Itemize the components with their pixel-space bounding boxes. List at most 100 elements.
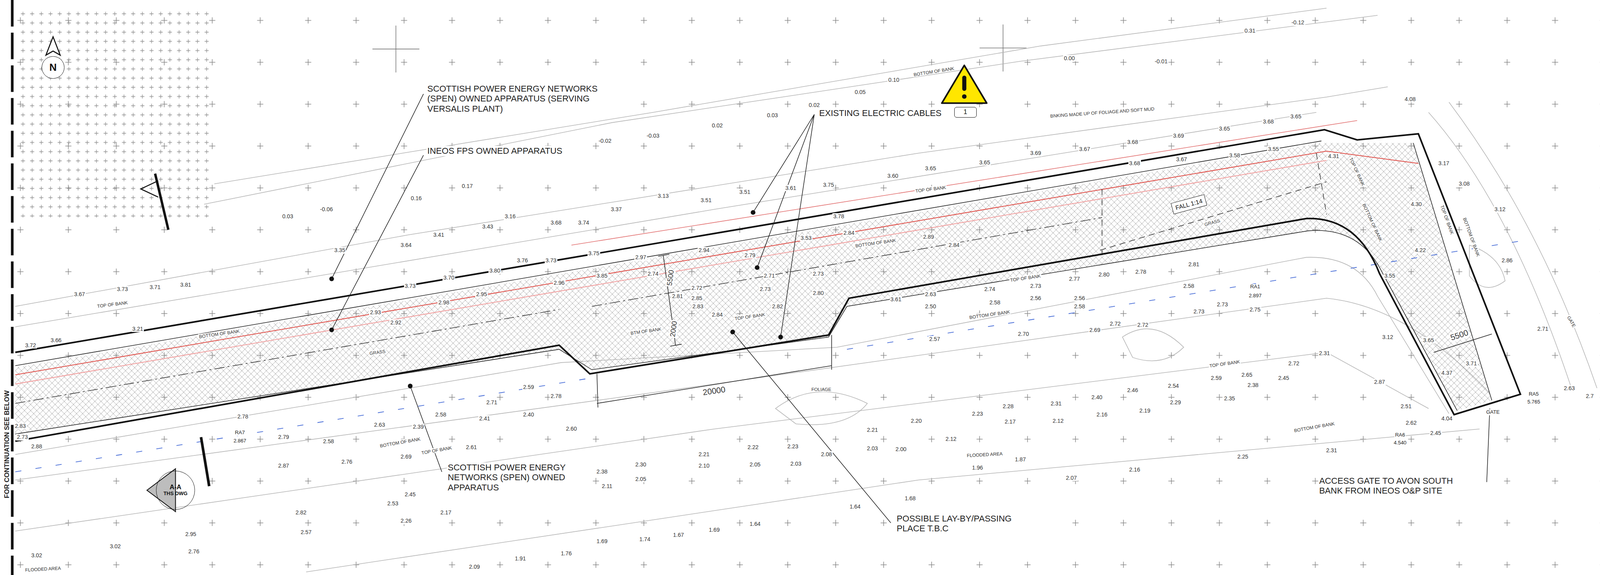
spot-height: 2.58 xyxy=(988,299,1002,306)
survey-grid xyxy=(16,8,211,218)
spot-height: 2.84 xyxy=(710,311,724,318)
ground-label: TOP OF BANK xyxy=(420,444,454,456)
section-marker: A-ATHS DWG xyxy=(156,470,195,510)
spot-height: 3.73 xyxy=(116,285,129,293)
ground-label: FLOODED AREA xyxy=(966,450,1004,458)
drawing-path xyxy=(1122,328,1184,361)
drawing-circle xyxy=(730,329,735,335)
drawing-circle xyxy=(754,264,760,270)
drawing-path xyxy=(331,155,424,330)
drawing-path xyxy=(732,331,891,523)
spot-height: 2.17 xyxy=(439,508,453,516)
contour-lines xyxy=(15,8,1597,572)
level-marker: 2.897 xyxy=(1247,292,1262,299)
spot-height: -0.03 xyxy=(645,132,661,139)
spot-height: 3.69 xyxy=(1029,149,1042,157)
spot-height: 2.05 xyxy=(634,475,647,482)
spot-height: 2.09 xyxy=(468,563,481,570)
spot-height: 2.95 xyxy=(475,290,488,298)
spot-height: 3.65 xyxy=(1218,125,1231,132)
spot-height: 2.58 xyxy=(1073,303,1086,310)
spot-height: 2.78 xyxy=(236,413,250,420)
drawing-path xyxy=(658,254,682,347)
spot-height: 2.21 xyxy=(866,426,879,433)
dimension: 5500 xyxy=(665,268,677,287)
annotation: INEOS FPS OWNED APPARATUS xyxy=(426,145,563,156)
warning-mark xyxy=(962,75,967,91)
leader-dots xyxy=(329,209,783,388)
spot-height: 2.62 xyxy=(1405,419,1418,426)
ground-label: GATE xyxy=(1565,314,1578,329)
ground-label: TOP OF BANK xyxy=(1348,155,1367,188)
drawing-circle xyxy=(750,209,756,215)
level-marker: RA1 xyxy=(1249,283,1261,290)
spot-height: 2.39 xyxy=(411,423,425,430)
spot-height: 2.93 xyxy=(369,308,382,316)
spot-height: 2.71 xyxy=(763,272,776,279)
spot-height: 2.80 xyxy=(1097,271,1111,278)
spot-height: 3.08 xyxy=(1458,180,1471,187)
ground-label: FOLIAGE xyxy=(810,386,833,392)
spot-height: 3.68 xyxy=(1261,118,1275,125)
annotation: FOR CONTINUATION SEE BELOW xyxy=(3,389,11,499)
spot-height: 3.69 xyxy=(1172,132,1185,139)
drawing-path xyxy=(775,391,868,425)
drawing-path xyxy=(410,385,442,472)
spot-height: 2.89 xyxy=(922,233,936,240)
spot-height: 2.38 xyxy=(1246,381,1260,388)
spot-height: 0.03 xyxy=(281,213,294,220)
spot-height: 3.65 xyxy=(1422,336,1435,344)
spot-height: 3.61 xyxy=(784,184,798,192)
spot-height: 3.71 xyxy=(1465,360,1478,367)
spot-height: 2.46 xyxy=(1126,386,1139,394)
electric-cable xyxy=(15,150,1419,375)
spot-height: 0.05 xyxy=(854,88,867,96)
spot-height: 2.84 xyxy=(947,241,961,248)
spot-height: 2.57 xyxy=(928,335,941,342)
electric-cable xyxy=(15,160,1327,384)
spot-height: 3.85 xyxy=(595,272,609,279)
spot-height: 1.69 xyxy=(707,526,721,533)
spot-height: 2.75 xyxy=(1248,306,1262,313)
spot-height: 2.86 xyxy=(1500,257,1514,264)
drawing-path xyxy=(331,93,424,279)
spot-height: 2.58 xyxy=(434,411,448,418)
spot-height: 2.7 xyxy=(1585,392,1595,399)
spot-height: 2.31 xyxy=(1318,349,1331,357)
spot-height: 2.71 xyxy=(485,398,498,406)
spot-height: 2.76 xyxy=(340,458,354,465)
spot-height: 3.64 xyxy=(399,241,413,248)
spot-height: 2.72 xyxy=(1109,320,1122,327)
ground-label: BOTTOM OF BANK xyxy=(378,435,422,449)
drawing-path xyxy=(753,114,815,337)
spot-height: 2.05 xyxy=(748,461,762,468)
spot-height: 2.96 xyxy=(552,279,566,286)
spot-height: 1.87 xyxy=(1014,455,1027,463)
road-edge xyxy=(15,140,1492,434)
warning-mark xyxy=(962,94,967,99)
spot-height: 3.55 xyxy=(1383,272,1397,279)
annotation: EXISTING ELECTRIC CABLES xyxy=(818,108,943,118)
spot-height: -0.01 xyxy=(1153,58,1169,65)
north-point: N xyxy=(41,56,65,79)
spot-height: 2.72 xyxy=(690,284,704,291)
spot-height: 2.16 xyxy=(1095,411,1109,418)
spot-height: 3.72 xyxy=(24,341,37,349)
spot-height: 2.28 xyxy=(1001,402,1015,410)
spot-height: 3.35 xyxy=(333,246,347,254)
spot-height: 1.64 xyxy=(848,503,862,510)
spot-height: 1.96 xyxy=(971,464,984,471)
spot-height: 2.56 xyxy=(1029,294,1042,302)
spot-height: 2.08 xyxy=(820,450,833,458)
level-marker: RA7 xyxy=(234,429,246,436)
section-mark xyxy=(200,436,210,486)
spot-height: 2.78 xyxy=(549,392,563,399)
spot-height: 3.65 xyxy=(978,159,991,166)
level-marker: RA5 xyxy=(1528,391,1540,397)
spot-height: 3.51 xyxy=(738,188,752,195)
spot-height: 2.98 xyxy=(437,299,451,306)
ground-label: BOTTOM OF BANK xyxy=(1293,420,1336,433)
spot-height: -0.02 xyxy=(597,137,613,144)
spot-height: 0.03 xyxy=(766,112,779,119)
